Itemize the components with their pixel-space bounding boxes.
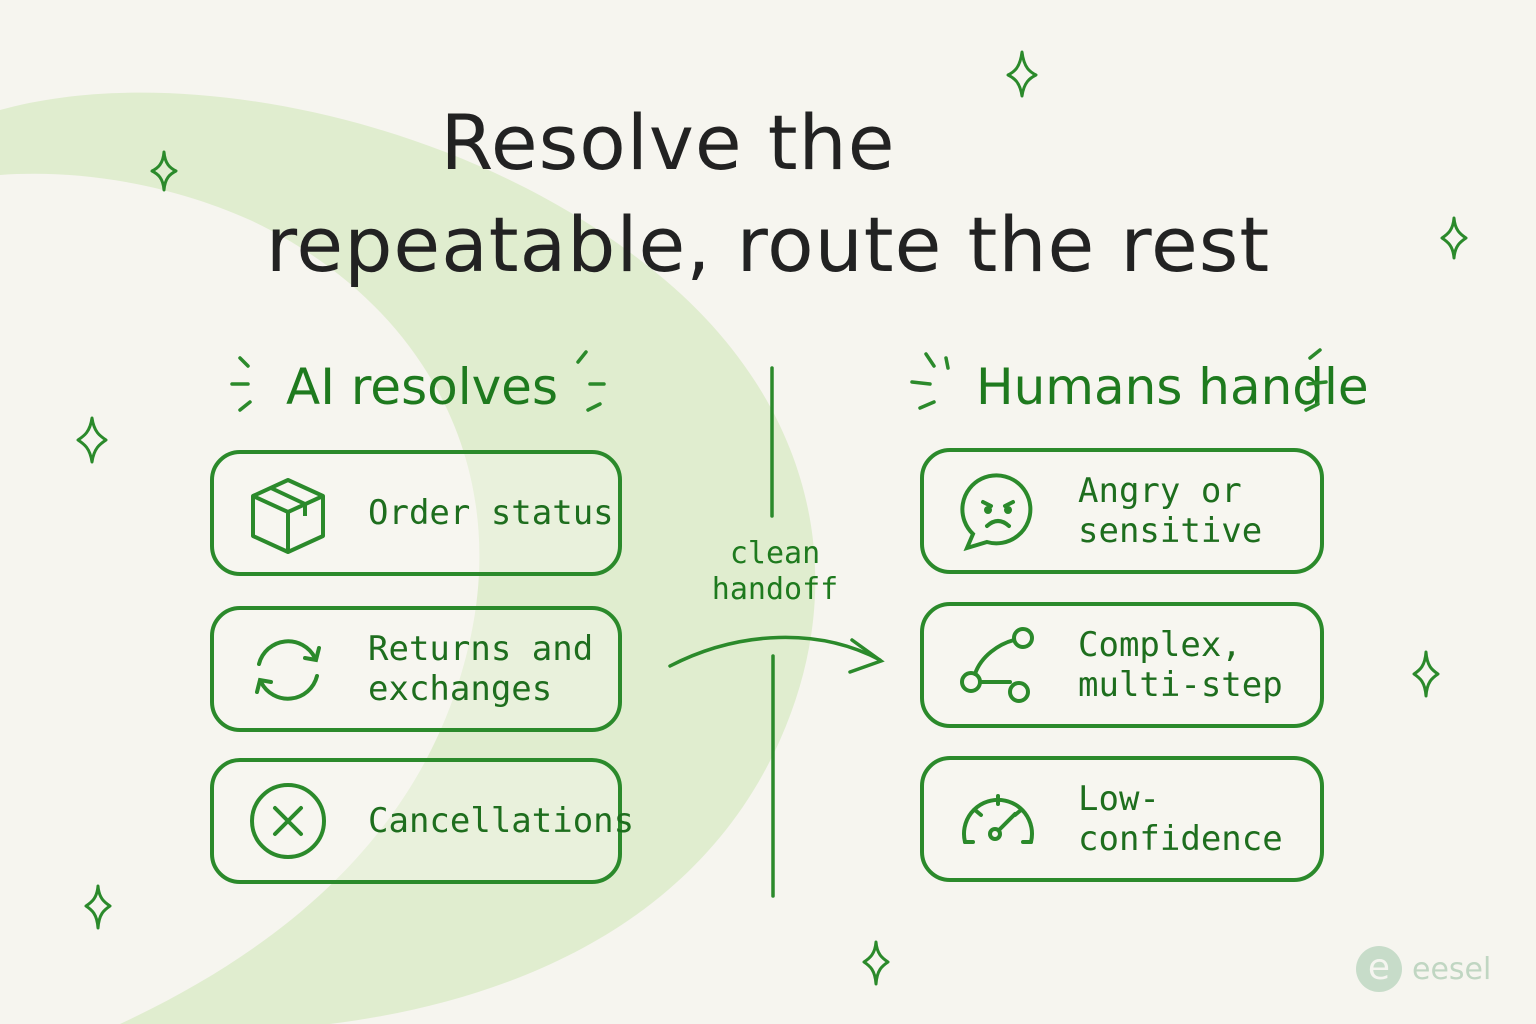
x-circle-icon — [240, 773, 336, 869]
page-title-line-2: repeatable, route the rest — [265, 200, 1271, 289]
card-label: Order status — [368, 493, 614, 533]
card-order-status: Order status — [210, 450, 622, 576]
branch-nodes-icon — [950, 617, 1046, 713]
card-label: Low-confidence — [1078, 779, 1283, 859]
card-label: Cancellations — [368, 801, 635, 841]
angry-speech-bubble-icon — [950, 463, 1046, 559]
humans-handle-heading: Humans handle — [976, 358, 1369, 416]
logo-mark: e — [1356, 946, 1402, 992]
card-cancellations: Cancellations — [210, 758, 634, 884]
handoff-label: clean handoff — [711, 536, 839, 607]
logo-wordmark: eesel — [1412, 951, 1492, 987]
card-complex-multi-step: Complex,multi-step — [920, 602, 1324, 728]
gauge-icon — [950, 771, 1046, 867]
cycle-arrows-icon — [240, 621, 336, 717]
card-low-confidence: Low-confidence — [920, 756, 1324, 882]
page-title-line-1: Resolve the — [440, 98, 896, 187]
card-label: Complex,multi-step — [1078, 625, 1283, 705]
ai-resolves-heading: AI resolves — [286, 358, 558, 416]
eesel-logo: e eesel — [1356, 946, 1491, 992]
box-icon — [240, 465, 336, 561]
